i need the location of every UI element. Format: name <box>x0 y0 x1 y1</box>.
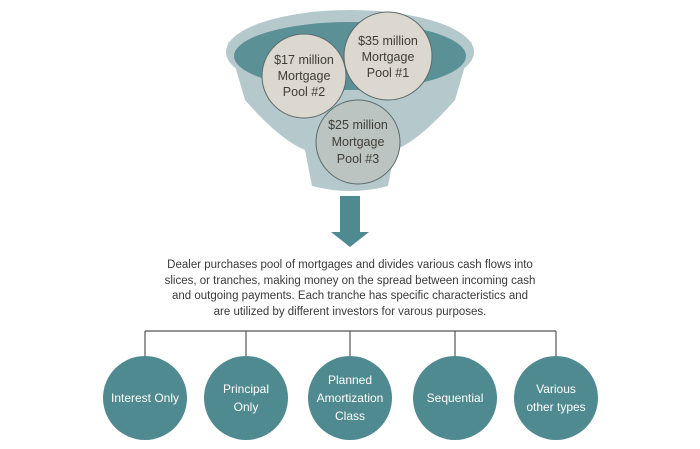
pool-3-line-1: $25 million <box>328 118 388 132</box>
description-line-4: are utilized by different investors for … <box>213 305 487 318</box>
pool-2-line-1: $17 million <box>274 53 334 67</box>
description-line-3: and outgoing payments. Each tranche has … <box>171 290 529 302</box>
pool-2-line-3: Pool #2 <box>283 85 325 99</box>
mortgage-pool-1: $35 million Mortgage Pool #1 <box>343 11 433 101</box>
tranche-sequential: Sequential <box>413 356 497 440</box>
tranche-principal-only: Principal Only <box>204 356 288 440</box>
mortgage-pool-2: $17 million Mortgage Pool #2 <box>261 33 347 119</box>
description-line-2: slices, or tranches, making money on the… <box>164 274 536 287</box>
tranche-various-other-types: Various other types <box>514 356 598 440</box>
tranche-3-line-3: Class <box>334 409 365 423</box>
pool-3-line-3: Pool #3 <box>337 152 379 166</box>
tranche-4-line-1: Sequential <box>426 391 484 405</box>
description-text: Dealer purchases pool of mortgages and d… <box>140 258 560 320</box>
pool-1-line-3: Pool #1 <box>367 66 409 80</box>
tranche-interest-only: Interest Only <box>103 356 187 440</box>
mortgage-pool-3: $25 million Mortgage Pool #3 <box>315 99 401 185</box>
tranche-2-line-1: Principal <box>222 382 270 396</box>
pool-1-line-1: $35 million <box>358 34 418 48</box>
tranche-1-line-1: Interest Only <box>110 391 180 405</box>
tranche-5-line-1: Various <box>536 382 576 396</box>
tranche-3-line-2: Amortization <box>316 391 384 405</box>
connector-tree <box>144 330 557 358</box>
pool-3-line-2: Mortgage <box>332 135 385 149</box>
tranche-2-line-2: Only <box>233 400 259 414</box>
pool-1-line-2: Mortgage <box>362 50 415 64</box>
down-arrow-icon <box>331 196 369 247</box>
description-line-1: Dealer purchases pool of mortgages and d… <box>167 259 533 271</box>
tranche-3-line-1: Planned <box>327 373 373 387</box>
tranche-5-line-2: other types <box>526 400 586 414</box>
pool-2-line-2: Mortgage <box>278 69 331 83</box>
tranche-planned-amortization-class: Planned Amortization Class <box>308 356 392 440</box>
